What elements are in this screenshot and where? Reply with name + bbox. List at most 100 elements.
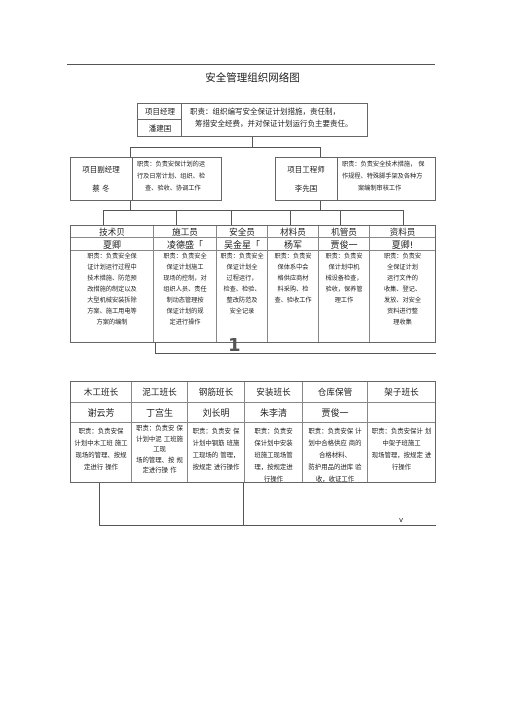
staff-col-sep-5 (369, 226, 370, 342)
duty-line: 制动态管理按 (166, 297, 204, 304)
duty-line: 整改防范及 (226, 297, 258, 304)
staff-role-2: 施工员 (172, 228, 198, 238)
duty-line: 职责：负责安 (383, 253, 422, 260)
duty-line: 保证计划施工 (166, 264, 204, 271)
foremen-col-sep-5 (367, 382, 368, 482)
duty-line: 检查、检验、 (223, 286, 261, 293)
connector-staff-branch (103, 210, 403, 211)
duty-line: 械设备检查， (325, 275, 363, 282)
foreman-duty-4: 职责：负责安 保计划中安装 班施工现场管 理，按规定进 行操作 (245, 425, 302, 485)
foreman-role-1: 木工班长 (83, 388, 119, 398)
staff-col-sep-1 (153, 226, 154, 342)
page-number-mark: 1 (228, 335, 241, 356)
foremen-col-sep-2 (187, 382, 188, 482)
staff-table: 技术贝 夏卿 职责：负责安全保 证计划运行过程中 技术措施、防范预 改措施的制定… (70, 225, 436, 343)
foremen-col-sep-1 (131, 382, 132, 482)
duty-line: 资料进行整 (387, 308, 418, 315)
duty-line: 证计划运行过程中 (87, 264, 137, 271)
connector-to-deputy (130, 147, 131, 157)
engineer-duty-line2: 作规程、特殊脚手架及各种方 (342, 173, 423, 180)
engineer-box: 项目工程师 李先国 职责：负责安全技术措施， 保 作规程、特殊脚手架及各种方 案… (275, 157, 436, 201)
duty-line: 定进行 操作 (84, 463, 118, 471)
duty-line: 职责：负责安保计 划 (371, 427, 432, 435)
connector-staff-3 (231, 210, 232, 225)
manager-name-cell: 潘建国 (138, 120, 182, 136)
connector-staff-5 (340, 210, 341, 225)
foreman-duty-3: 职责：负责安 保 计划中钢筋 班施 工现场的 管理， 按规定 进行操作 (188, 425, 244, 473)
duty-line: 格供应商材 (277, 275, 309, 282)
duty-line: 全保证计划 (387, 264, 418, 271)
foreman-duty-6: 职责：负责安保计 划 中架子班施工 现场管理，按规定 进 行操作 (368, 425, 435, 473)
duty-line: 职责：负责安全 (163, 253, 207, 260)
top-rule (67, 64, 435, 65)
connector-staff-2 (176, 210, 177, 225)
duty-line: 职责：负责安保 (78, 427, 124, 435)
foreman-duty-5: 职责：负责安保 计 划中合格供应 商的 合格材料、 防护用品的进库 验 收，收证… (303, 425, 367, 485)
connector-deputy-down (130, 201, 131, 210)
foreman-duty-1: 职责：负责安保 计划中木工班 施工 现场的管理、按规 定进行 操作 (71, 425, 131, 473)
foremen-col-sep-3 (244, 382, 245, 482)
duty-line: 中架子班施工 (382, 439, 421, 447)
foreman-duty-2: 职责：负责安 保 计划中泥 工班施 工现 场的管理、按 规 定进行操 作 (132, 423, 187, 476)
duty-line: 行操作 (391, 463, 412, 471)
foreman-name-2: 丁宫生 (145, 409, 173, 419)
duty-line: 过程运行， (226, 275, 258, 282)
duty-line: 改措施的制定以及 (87, 286, 137, 293)
engineer-role-cell: 项目工程师 李先国 (276, 158, 338, 200)
staff-duty-4: 职责：负责安 保体系中会 格供应商材 料采购、检 查、验收工作 (268, 251, 318, 306)
manager-box: 项目经理 潘建国 职责：组织编写安全保证计划措施，责任制， 筹措安全经费，并对保… (137, 103, 368, 137)
connector-foremen-mid (243, 483, 244, 525)
staff-row-sep-2 (71, 250, 435, 251)
duty-line: 合格材料、 (319, 451, 351, 459)
duty-line: 按规定 进行操作 (192, 463, 240, 471)
duty-line: 行操作 (263, 475, 284, 483)
staff-duty-5: 职责：负责安 保计划中机 械设备检查， 验收，保养管 理工作 (319, 251, 369, 306)
duty-line: 职责：负责安 保 (136, 424, 183, 432)
duty-line: 保体系中会 (277, 264, 309, 271)
deputy-role-cell: 项目副经理 蔡 冬 (71, 158, 133, 200)
duty-line: 发放、对安全 (383, 297, 422, 304)
deputy-role: 项目副经理 (82, 165, 120, 174)
duty-line: 职责：负责安 (325, 253, 363, 260)
duty-line: 工现 (153, 445, 166, 453)
duty-line: 职责：负责安全保 (87, 253, 137, 260)
duty-line: 计划中泥 工班施 (136, 434, 183, 443)
duty-line: 技术措施、防范预 (87, 275, 137, 282)
foreman-name-5: 贾俊一 (321, 409, 349, 419)
duty-line: 组织人员、责任 (163, 286, 207, 293)
manager-duty-line1: 职责：组织编写安全保证计划措施，责任制， (190, 107, 340, 116)
connector-engineer-down (320, 201, 321, 210)
staff-col-sep-3 (267, 226, 268, 342)
staff-role-3: 安全员 (229, 228, 255, 238)
foremen-row-sep-2 (71, 422, 435, 423)
connector-manager-down (252, 137, 253, 147)
connector-staff-4 (290, 210, 291, 225)
manager-duty-line2: 筹措安全经费，并对保证计划运行负主要责任。 (195, 119, 353, 128)
staff-col-sep-4 (318, 226, 319, 342)
footer-mark: v (399, 516, 404, 524)
connector-staff-1 (103, 210, 104, 225)
duty-line: 收，收证工作 (315, 475, 355, 483)
staff-duty-3: 职责：负责安全 保证计划全 过程运行， 检查、检验、 整改防范及 安全记录 (217, 251, 267, 317)
duty-line: 料采购、检 (277, 286, 309, 293)
duty-line: 现场的管理、按规 (75, 451, 127, 459)
foreman-role-5: 仓库保管 (317, 388, 353, 398)
foreman-role-2: 泥工班长 (142, 388, 177, 398)
foreman-role-3: 钢筋班长 (198, 388, 234, 398)
foremen-row-sep-1 (71, 402, 435, 403)
duty-line: 保证计划全 (226, 264, 258, 271)
duty-line: 方案、施工用电等 (87, 308, 137, 315)
duty-line: 保证计划的规 (166, 308, 204, 315)
engineer-name: 李先国 (294, 184, 318, 193)
duty-line: 职责：负责安 (254, 427, 293, 435)
duty-line: 职责：负责安全 (220, 253, 264, 260)
engineer-duty-line3: 案编制审核工作 (358, 185, 402, 192)
deputy-box: 项目副经理 蔡 冬 职责：负责安保计划的运 行及日常计划、组织、检 查、验收、协… (70, 157, 222, 201)
connector-manager-branch (130, 147, 320, 148)
duty-line: 计划中钢筋 班施 (192, 439, 240, 447)
staff-duty-1: 职责：负责安全保 证计划运行过程中 技术措施、防范预 改措施的制定以及 大型机械… (71, 251, 153, 328)
staff-role-1: 技术贝 (99, 228, 125, 238)
staff-role-4: 材料员 (280, 228, 306, 238)
staff-role-6: 资料员 (389, 228, 416, 238)
deputy-duty-line1: 职责：负责安保计划的运 (137, 161, 206, 168)
